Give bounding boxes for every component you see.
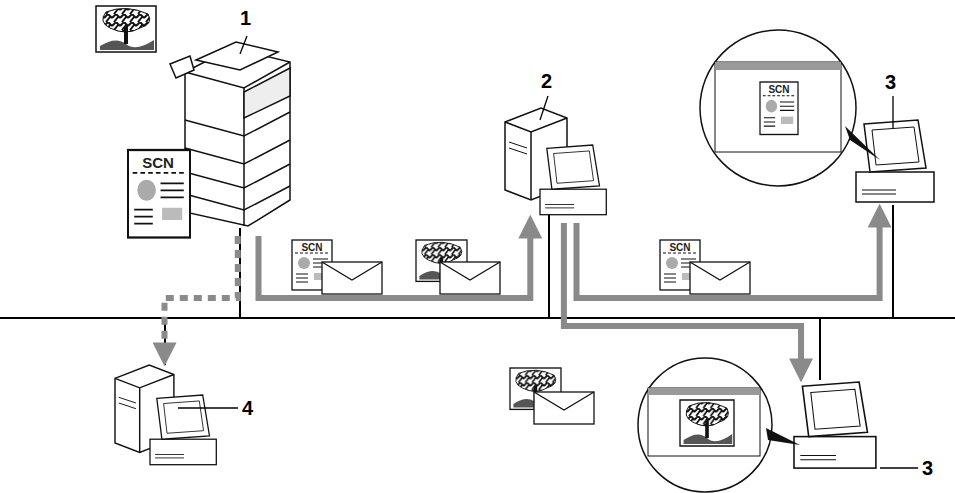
drawing-part bbox=[185, 112, 290, 210]
drawing-part bbox=[760, 82, 798, 135]
client-computer bbox=[794, 382, 876, 468]
drawing-part bbox=[648, 388, 760, 456]
drawing-part bbox=[178, 407, 238, 408]
photo-envelope bbox=[416, 240, 500, 294]
mfp-device: 1 bbox=[178, 40, 293, 230]
drawing-part bbox=[715, 62, 841, 70]
callout-number: 1 bbox=[240, 8, 251, 28]
callout-number: 3 bbox=[922, 458, 933, 478]
magnified-screen bbox=[638, 358, 800, 492]
drawing-part bbox=[892, 96, 893, 128]
drawing-part bbox=[96, 6, 156, 52]
drawing-part bbox=[440, 262, 500, 294]
callout-number: 3 bbox=[885, 72, 896, 92]
drawing-part bbox=[766, 428, 800, 445]
drawing-part bbox=[680, 400, 734, 446]
drawing-part bbox=[170, 56, 194, 78]
document-tag: SCN bbox=[669, 243, 690, 253]
delivery-server: 2 bbox=[503, 105, 608, 217]
client-computer: 3 bbox=[855, 118, 937, 206]
delivery-arrow bbox=[259, 223, 531, 298]
delivery-arrow bbox=[165, 236, 238, 358]
scan-envelope bbox=[292, 240, 382, 294]
log-server bbox=[115, 365, 216, 465]
drawing-part bbox=[700, 30, 856, 186]
drawing-part bbox=[845, 126, 880, 160]
drawing-part bbox=[880, 467, 918, 468]
drawing-part bbox=[534, 392, 594, 424]
callout-number: 4 bbox=[242, 398, 253, 418]
magnified-screen bbox=[700, 30, 880, 186]
drawing-part bbox=[0, 317, 955, 319]
drawing-part bbox=[240, 36, 247, 54]
drawing-part bbox=[819, 318, 821, 380]
scan-document bbox=[128, 150, 190, 238]
server-computer: 4 bbox=[112, 362, 217, 467]
drawing-part bbox=[196, 42, 278, 70]
drawing-part bbox=[185, 48, 290, 226]
drawing-part bbox=[548, 200, 550, 318]
client-computer bbox=[856, 120, 934, 202]
delivery-arrow bbox=[577, 212, 880, 298]
drawing-part bbox=[322, 262, 382, 294]
drawing-part bbox=[150, 395, 216, 465]
photo-envelope bbox=[510, 368, 594, 424]
document-tag: SCN bbox=[768, 85, 789, 95]
drawing-part bbox=[638, 358, 772, 492]
drawing-part bbox=[856, 120, 934, 202]
document-tag: SCN bbox=[301, 243, 322, 253]
drawing-part bbox=[540, 145, 606, 215]
drawing-part bbox=[715, 62, 841, 152]
server-computer bbox=[505, 108, 606, 215]
drawing-part bbox=[690, 262, 750, 294]
drawing-part bbox=[244, 68, 290, 118]
drawing-part bbox=[892, 205, 894, 318]
client-computer: 3 bbox=[790, 378, 882, 470]
drawing-part bbox=[794, 382, 876, 468]
photo-original bbox=[96, 6, 156, 52]
callout-number: 2 bbox=[541, 71, 552, 91]
document-tag: SCN bbox=[142, 155, 174, 170]
delivery-arrow bbox=[564, 223, 801, 374]
drawing-part bbox=[128, 150, 190, 238]
drawing-part bbox=[540, 96, 548, 120]
drawing-part bbox=[164, 318, 166, 365]
scan-envelope bbox=[660, 240, 750, 294]
leader-line bbox=[178, 36, 918, 468]
drawing-part bbox=[648, 388, 760, 395]
